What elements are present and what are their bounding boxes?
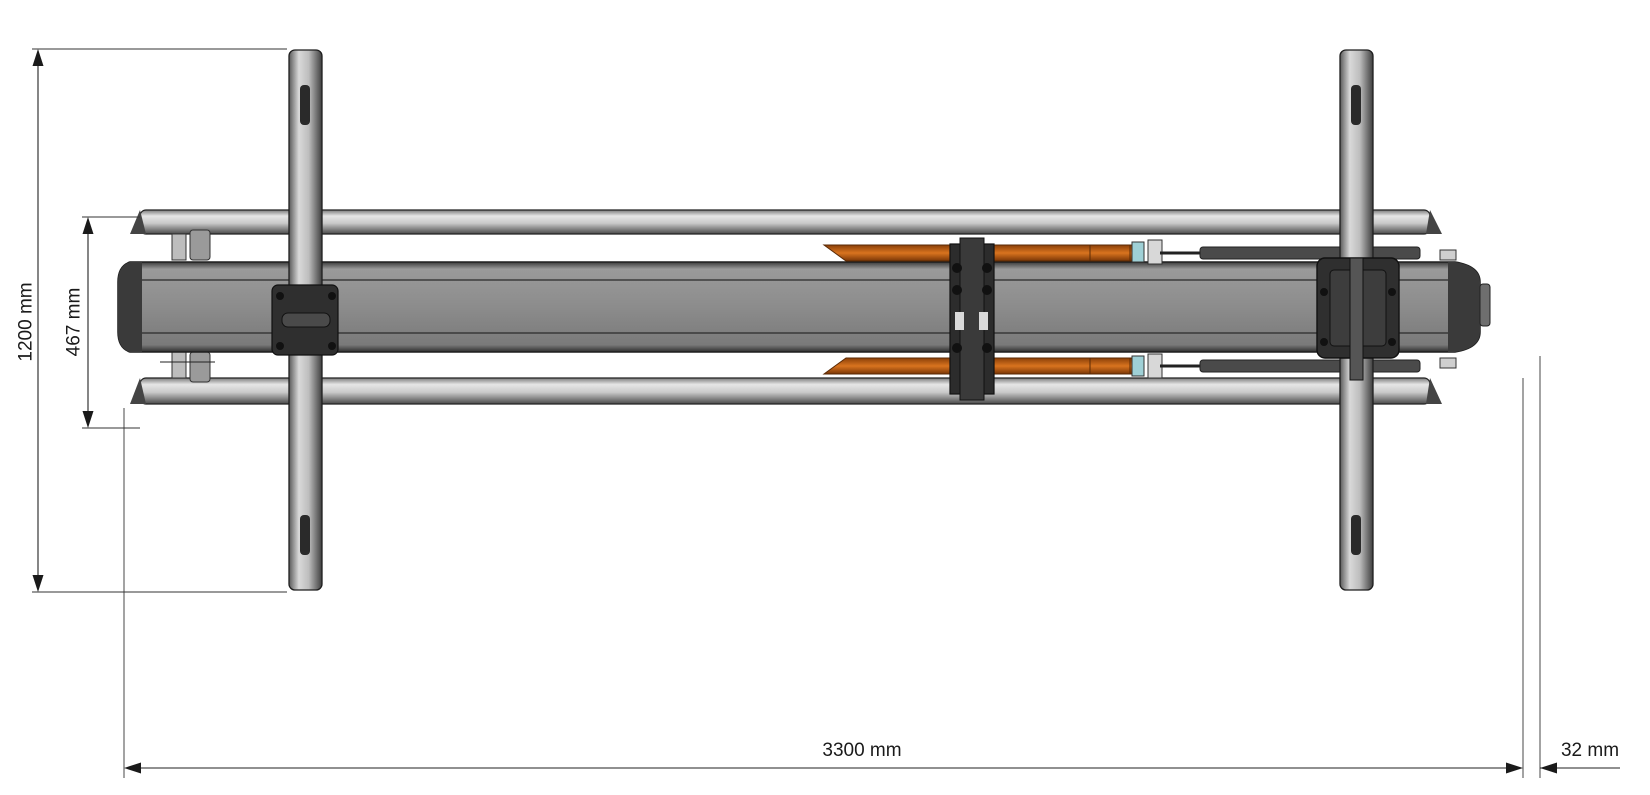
top-side-rail (130, 209, 1442, 235)
machine-top-view (117, 49, 1491, 591)
left-cross-leg (271, 49, 339, 591)
inner-width-label: 467 mm (64, 288, 85, 357)
central-beam (117, 261, 1491, 353)
right-cross-leg (1316, 49, 1400, 591)
overall-length-label: 3300 mm (822, 740, 901, 761)
dimension-end-offset: 32 mm (1539, 356, 1620, 778)
dimension-inner-width: 467 mm (64, 216, 140, 429)
overall-width-label: 1200 mm (16, 282, 37, 361)
dimension-overall-width: 1200 mm (16, 48, 287, 593)
center-clamp-plate (949, 237, 995, 401)
end-offset-label: 32 mm (1561, 740, 1619, 761)
left-brackets (160, 229, 215, 383)
dimension-overall-length: 3300 mm (123, 378, 1524, 778)
bottom-side-rail (130, 377, 1442, 405)
